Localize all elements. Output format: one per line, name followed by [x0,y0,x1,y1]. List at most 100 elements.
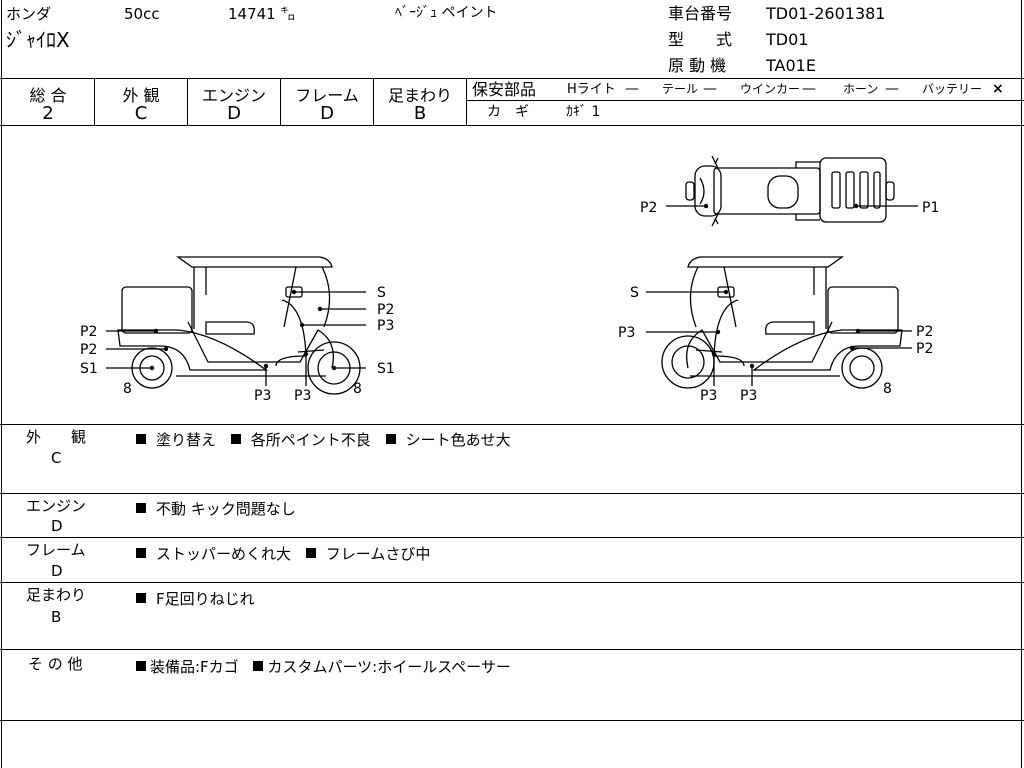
safety-label: 保安部品 [472,80,537,99]
remark-item: フレームさび中 [325,545,431,563]
damage-diagram: P2 P1 P2 P2 S1 8 S P2 P3 S1 8 P3 P3 S P3… [80,155,939,404]
remark-item: カスタムパーツ:ホイールスペーサー [267,658,511,676]
grade-value: 2 [42,103,54,124]
safety-item-status: — [703,81,717,97]
divider [0,125,1024,126]
divider [1,0,2,768]
divider [0,78,1024,79]
damage-label: 8 [123,381,132,397]
damage-label: P3 [254,388,271,404]
safety-item-name: ウインカー [740,82,801,96]
safety-item-status: — [802,81,816,97]
engine-value: TA01E [766,56,816,75]
key-value: ｶｷﾞ 1 [566,104,601,120]
type-value: TD01 [766,30,809,49]
grade-label: フレーム [295,86,359,105]
safety-item-name: バッテリー [922,82,983,96]
divider [0,582,1024,583]
frame-no-label: 車台番号 [668,4,733,23]
section-label: そ の 他 [28,655,83,673]
damage-label: P3 [618,325,635,341]
damage-label: P3 [294,388,311,404]
section-label: 外 観 [26,428,87,446]
bullet-square-icon [305,548,316,558]
divider [0,493,1024,494]
damage-label: S1 [377,361,395,377]
section-label: エンジン [26,497,87,515]
grade-value: D [227,103,241,124]
type-label: 型 式 [668,30,733,49]
bullet-square-icon [136,503,146,513]
damage-label: P3 [377,318,394,334]
damage-label: S [630,285,639,301]
section-items: ストッパーめくれ大 フレームさび中 [136,543,440,564]
divider [373,78,374,125]
divider [0,537,1024,538]
top-view-drawing [666,155,918,227]
damage-label: P2 [80,324,97,340]
damage-label: S1 [80,361,98,377]
divider [466,78,467,125]
safety-item-status: — [625,81,639,97]
damage-label: P2 [916,341,933,357]
left-view-drawing [106,256,366,395]
engine-label: 原 動 機 [668,56,727,75]
section-grade: B [51,608,62,626]
damage-label: 8 [883,381,892,397]
divider [0,649,1024,650]
safety-item-status: — [885,81,899,97]
bullet-square-icon [136,661,146,671]
remark-item: 装備品:Fカゴ [150,658,239,676]
mileage: 14741 ㌔ [228,5,296,23]
divider [187,78,188,125]
section-label: フレーム [26,541,86,559]
damage-label: P2 [377,302,394,318]
frame-no: TD01-2601381 [766,4,886,23]
bullet-square-icon [136,548,146,558]
right-view-drawing [646,256,912,389]
grade-value: B [413,103,427,124]
grade-label: 総 合 [29,86,67,105]
section-items: 不動 キック問題なし [136,498,306,519]
divider [467,100,1024,101]
section-grade: D [51,562,63,580]
bullet-square-icon [230,434,241,444]
bullet-square-icon [136,593,146,603]
bullet-square-icon [136,434,146,444]
damage-label: P2 [80,342,97,358]
section-items: 装備品:Fカゴ カスタムパーツ:ホイールスペーサー [136,656,521,677]
bullet-square-icon [385,434,396,444]
remark-item: F足回りねじれ [156,590,255,608]
body-color: ﾍﾞｰｼﾞｭ ペイント [395,5,498,21]
model-name: ｼﾞｬｲﾛX [6,28,70,52]
maker: ホンダ [6,5,52,23]
damage-label: S [377,285,386,301]
damage-label: 8 [353,381,362,397]
divider [0,424,1024,425]
divider [280,78,281,125]
safety-item-name: Hライト [567,82,616,97]
section-grade: D [51,517,63,535]
remark-item: ストッパーめくれ大 [156,545,292,563]
safety-item-status: × [992,81,1004,97]
damage-label: P1 [922,200,939,216]
section-items: 塗り替え 各所ペイント不良 シート色あせ大 [136,429,521,450]
grade-value: C [134,103,148,124]
remark-item: 不動 キック問題なし [156,500,296,518]
divider [94,78,95,125]
section-items: F足回りねじれ [136,588,265,609]
damage-label: P3 [740,388,757,404]
grade-label: 外 観 [122,86,160,105]
damage-label: P2 [916,324,933,340]
safety-item-name: ホーン [843,82,879,96]
damage-label: P2 [640,200,657,216]
divider [1021,0,1022,768]
grade-value: D [320,103,334,124]
bullet-square-icon [253,661,264,671]
divider [0,720,1024,721]
section-label: 足まわり [26,586,87,604]
key-label: カ ギ [487,104,529,120]
damage-label: P3 [700,388,717,404]
displacement: 50cc [124,5,160,23]
section-grade: C [51,449,62,467]
